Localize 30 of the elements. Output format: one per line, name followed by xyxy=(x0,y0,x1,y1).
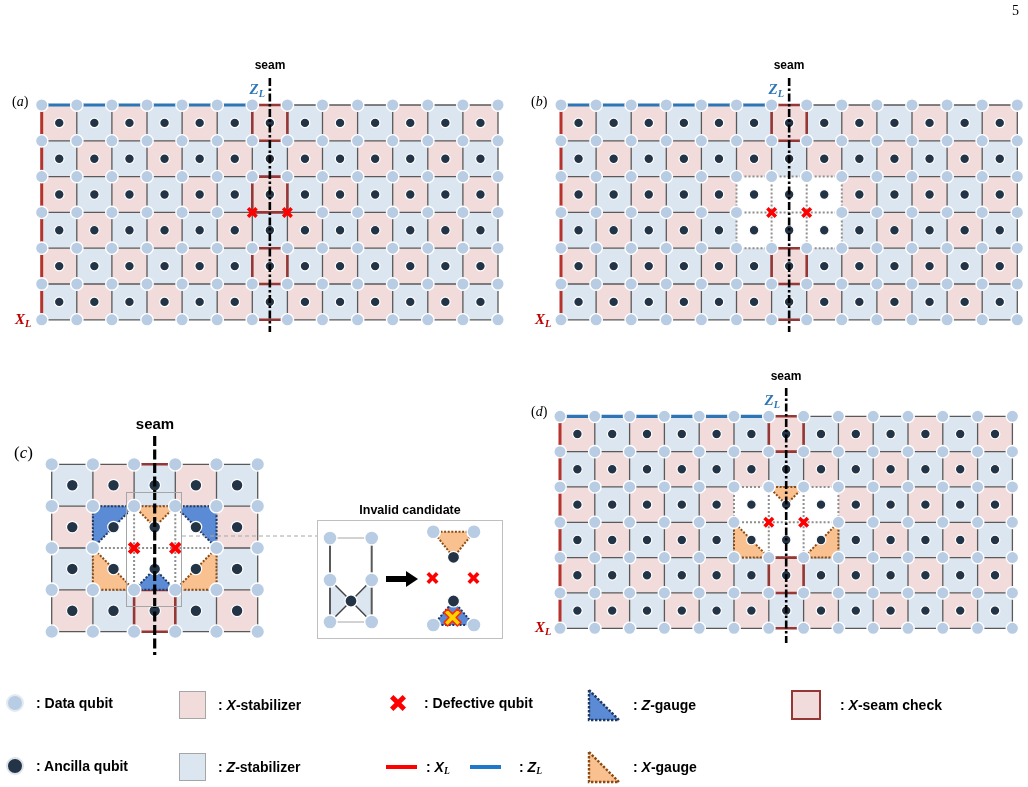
legend-label: : Defective qubit xyxy=(424,695,533,711)
leader-line xyxy=(181,535,318,537)
panel-label: (c) xyxy=(14,444,33,461)
seam-label: seam xyxy=(773,59,805,71)
panel-label: (d) xyxy=(531,405,548,419)
seam-label: seam xyxy=(254,59,286,71)
operator-label: Z$_{L}$ xyxy=(764,393,780,408)
inset-panel xyxy=(317,503,503,639)
operator-label: Z$_{L}$ xyxy=(249,82,265,97)
panel-label: (a) xyxy=(12,95,29,109)
seam-label: seam xyxy=(135,416,175,431)
legend-label: : X-stabilizer xyxy=(218,697,302,713)
legend-label: : Z-gauge xyxy=(633,697,696,713)
operator-label: X$_{L}$ xyxy=(535,312,552,327)
page-number: 5 xyxy=(1012,4,1019,18)
legend-label: : Data qubit xyxy=(36,695,113,711)
legend-label: : X-gauge xyxy=(633,759,697,775)
panel-label: (b) xyxy=(531,95,548,109)
inset-title: Invalid candidate xyxy=(358,503,462,518)
legend-label: : Z-stabilizer xyxy=(218,759,301,775)
operator-label: X$_{L}$ xyxy=(535,620,552,635)
legend-label: : X$_{L}$ xyxy=(426,759,450,775)
seam-label: seam xyxy=(770,370,802,382)
legend-label: : Z$_{L}$ xyxy=(519,759,542,775)
legend-label: : Ancilla qubit xyxy=(36,758,129,774)
operator-label: X$_{L}$ xyxy=(15,312,32,327)
arrow xyxy=(386,571,418,587)
legend-label: : X-seam check xyxy=(840,697,942,713)
operator-label: Z$_{L}$ xyxy=(768,82,784,97)
highlight-frame xyxy=(126,492,182,607)
